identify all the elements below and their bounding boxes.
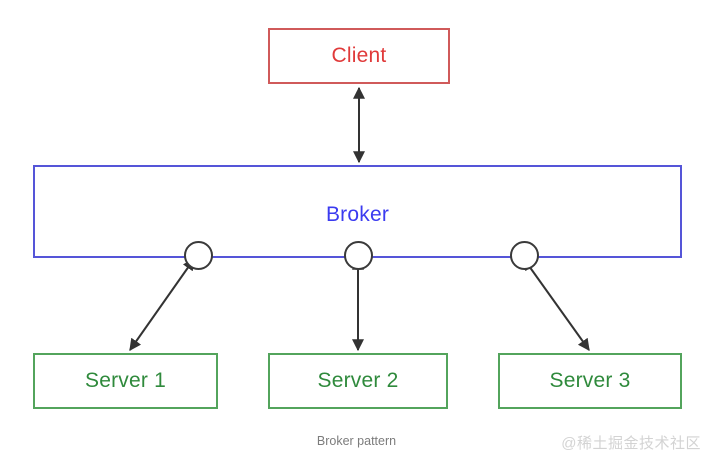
server-3-node: Server 3 — [498, 353, 682, 409]
server-1-node: Server 1 — [33, 353, 218, 409]
server-3-label: Server 3 — [549, 369, 631, 392]
broker-port-2-icon — [344, 241, 373, 270]
broker-port-3-icon — [510, 241, 539, 270]
server-2-label: Server 2 — [317, 369, 399, 392]
connector-port3-server3 — [523, 258, 590, 351]
server-1-label: Server 1 — [85, 369, 166, 392]
watermark: @稀土掘金技术社区 — [561, 435, 701, 452]
client-label: Client — [331, 44, 387, 67]
connector-server1-port1 — [129, 258, 195, 351]
broker-port-1-icon — [184, 241, 213, 270]
broker-label: Broker — [325, 203, 390, 226]
server-2-node: Server 2 — [268, 353, 448, 409]
diagram-caption: Broker pattern — [316, 434, 397, 448]
client-node: Client — [268, 28, 450, 84]
